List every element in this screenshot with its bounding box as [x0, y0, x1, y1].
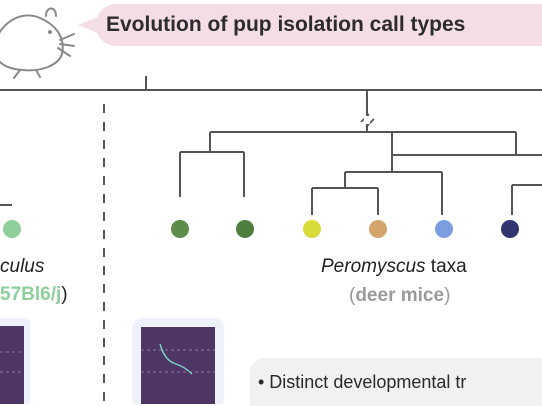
- taxon-node-2: [236, 220, 254, 238]
- mouse-icon: [0, 7, 75, 79]
- taxon-node-4: [369, 220, 387, 238]
- title-banner: [96, 4, 542, 46]
- taxon-node-3: [303, 220, 321, 238]
- banner-tail: [78, 17, 98, 33]
- note-box: [250, 358, 542, 406]
- peromyscus-common-close: ): [444, 285, 451, 306]
- peromyscus-genus: Peromyscus: [321, 256, 426, 277]
- peromyscus-common-label: (deer mice): [349, 285, 450, 307]
- taxon-node-1: [171, 220, 189, 238]
- note-text: • Distinct developmental tr: [258, 372, 467, 392]
- tree-branches: [0, 76, 542, 215]
- peromyscus-common-name: deer mice: [355, 285, 445, 306]
- spectrogram-peromyscus: [132, 318, 224, 404]
- mus-strain-paren: ): [61, 284, 68, 305]
- peromyscus-taxa: taxa: [425, 256, 467, 277]
- mus-strain-label: 57Bl6/j): [0, 284, 68, 306]
- taxon-node-5: [435, 220, 453, 238]
- spectrogram-mus: [0, 318, 30, 404]
- peromyscus-common-open: (: [349, 285, 356, 306]
- taxon-node-mus: [3, 220, 21, 238]
- mus-strain-text: 57Bl6/j: [0, 284, 62, 305]
- banner-title: Evolution of pup isolation call types: [106, 13, 466, 36]
- peromyscus-label: Peromyscus taxa: [321, 256, 467, 278]
- mus-species-label: culus: [0, 256, 45, 277]
- taxon-node-6: [501, 220, 519, 238]
